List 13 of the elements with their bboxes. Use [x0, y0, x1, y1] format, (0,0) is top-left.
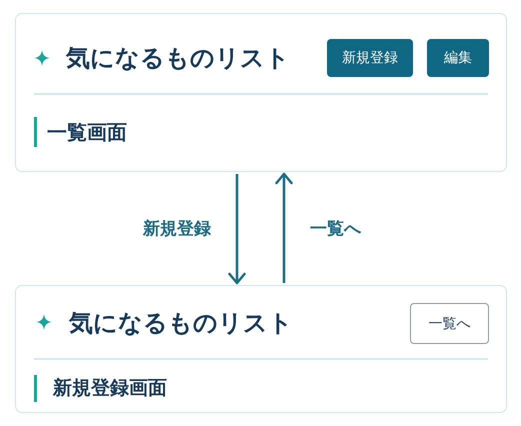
- back-to-list-button: 一覧へ: [410, 303, 489, 344]
- screen-card: [15, 13, 507, 172]
- arrow: [275, 172, 293, 283]
- arrow: [228, 174, 246, 284]
- edge-label: 新規登録: [141, 218, 213, 240]
- edit-button: 編集: [427, 39, 489, 77]
- screen-label: 一覧画面: [47, 119, 127, 146]
- app-title: 気になるものリスト: [69, 308, 293, 338]
- edge-label: 一覧へ: [308, 218, 363, 240]
- app-title: 気になるものリスト: [66, 43, 290, 73]
- screen-card: [15, 285, 507, 413]
- new-entry-button: 新規登録: [327, 39, 413, 77]
- screen-label: 新規登録画面: [53, 376, 167, 401]
